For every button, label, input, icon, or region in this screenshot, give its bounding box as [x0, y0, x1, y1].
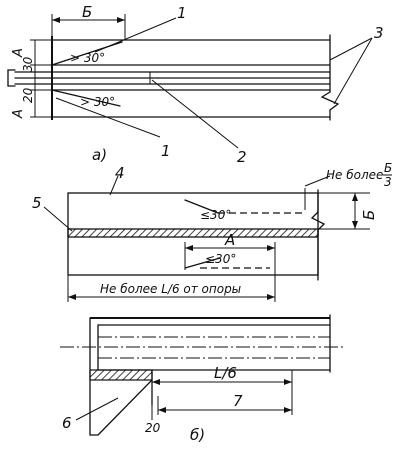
leader-4: [109, 175, 119, 196]
part-b-elevation-drawing: [60, 314, 345, 436]
elev-weld-strip: [89, 369, 153, 381]
leader-3-b: [333, 37, 373, 105]
angle-bottom-label: > 30°: [80, 95, 115, 109]
dim-a-arrow-right: [267, 245, 275, 251]
part-b-plan-drawing: [43, 175, 370, 302]
callout-2: 2: [237, 148, 247, 166]
lower-bevel: [51, 89, 121, 107]
callout-5: 5: [32, 194, 42, 212]
dim-a-inner-label: А: [224, 231, 235, 249]
dim-bottom-label: Не более L/6 от опоры: [100, 282, 241, 296]
leader-6: [75, 397, 119, 421]
leader-5: [43, 206, 73, 232]
leader-1-top: [94, 17, 177, 53]
dim-l6-label: L/6: [214, 364, 237, 382]
callout-4: 4: [115, 164, 125, 182]
dim-20-label: 20: [21, 87, 35, 103]
dim-bottom-arrow-right: [267, 294, 275, 300]
dim-b-right-arrow-bottom: [352, 221, 358, 229]
weld-seam-hatch: [67, 228, 319, 238]
dim-l6-arrow-left: [152, 379, 160, 385]
lower-groove-slope: [184, 257, 221, 269]
callout-3: 3: [374, 24, 384, 42]
note-frac-num: Б: [384, 161, 392, 175]
angle-lower-label: ≤30°: [205, 252, 236, 266]
leader-2: [151, 79, 239, 149]
dim-7-arrow-left: [158, 407, 166, 413]
caption-b: б): [190, 426, 205, 444]
dim-b-right-arrow-top: [352, 193, 358, 201]
note-leader: [304, 175, 331, 187]
plan-break-line: [310, 189, 326, 281]
callout-1-top: 1: [177, 4, 187, 22]
part-a-drawing: [7, 14, 373, 149]
angle-top-label: > 30°: [70, 51, 105, 65]
dim-l6-arrow-right: [284, 379, 292, 385]
callout-7: 7: [233, 392, 243, 410]
dim-30-label: 30: [21, 56, 35, 72]
break-line-zigzag: [320, 91, 340, 121]
leader-3-a: [329, 37, 373, 61]
dim-b-arrow-left: [52, 17, 60, 23]
dim-7-arrow-right: [284, 407, 292, 413]
dim-a-top-label: А: [11, 48, 26, 58]
note-text: Не более: [326, 168, 383, 182]
callout-1-bottom: 1: [161, 142, 171, 160]
dim-b-right-label: Б: [360, 210, 378, 220]
dim-20-elev-label: 20: [145, 421, 161, 435]
callout-6: 6: [62, 414, 72, 432]
dim-a-bottom-label: А: [11, 109, 26, 119]
support-diagonal: [97, 379, 153, 436]
dim-bottom-arrow-left: [68, 294, 76, 300]
note-frac-den: 3: [384, 175, 392, 189]
dim-b-label: Б: [82, 3, 92, 21]
dim-b-arrow-right: [117, 17, 125, 23]
angle-upper-label: ≤30°: [200, 208, 231, 222]
leader-1-bottom: [55, 97, 161, 138]
caption-a: а): [92, 146, 107, 164]
dim-a-arrow-left: [185, 245, 193, 251]
upper-groove-slope: [184, 199, 219, 214]
